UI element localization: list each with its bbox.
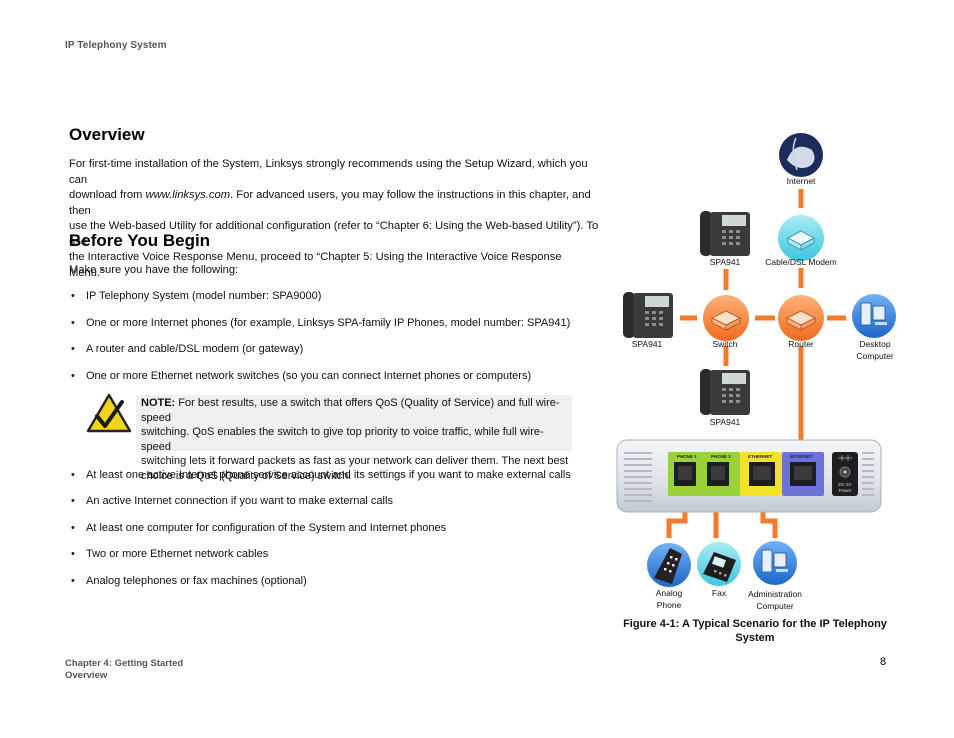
desktop-computer-node [852, 294, 896, 338]
list-item-text: IP Telephony System (model number: SPA90… [86, 290, 322, 302]
spa9000-device [616, 439, 882, 513]
note-line-4: choice is a QoS (Quality of Service) swi… [141, 469, 352, 482]
label-desktop-line-2: Computer [856, 351, 894, 361]
label-spa941-left: SPA941 [631, 339, 663, 349]
list-item-text: At least one computer for configuration … [86, 522, 447, 534]
bullet-dot: • [71, 343, 75, 355]
label-router: Router [788, 339, 814, 349]
label-analog-line-1: Analog [655, 588, 683, 598]
overview-line-2-pre: download from [69, 189, 146, 201]
label-spa941-bottom: SPA941 [709, 417, 741, 427]
label-modem: Cable/DSL Modem [765, 257, 837, 267]
ip-phone-left [623, 292, 673, 338]
note-label: NOTE: [141, 397, 176, 409]
label-switch: Switch [712, 339, 738, 349]
port-label-internet: INTERNET [790, 454, 813, 459]
label-spa941-top: SPA941 [709, 257, 741, 267]
bullet-dot: • [71, 290, 75, 302]
note-line-3: switching lets it forward packets as fas… [141, 455, 569, 468]
bullet-dot: • [71, 522, 75, 534]
list-item-text: One or more Internet phones (for example… [86, 317, 571, 329]
linksys-link[interactable]: www.linksys.com [145, 189, 231, 201]
footer-section: Overview [65, 670, 108, 681]
ip-phone-top [700, 211, 750, 256]
note-line-2: switching. QoS enables the switch to giv… [141, 426, 544, 453]
bullet-dot: • [71, 575, 75, 587]
overview-line-4: the Interactive Voice Response Menu, pro… [69, 251, 562, 279]
footer-chapter: Chapter 4: Getting Started [65, 658, 184, 669]
ip-phone-bottom [700, 369, 750, 415]
list-item-text: Two or more Ethernet network cables [86, 548, 269, 560]
bullet-dot: • [71, 469, 75, 481]
port-label-power: DC 5V Power [838, 482, 852, 493]
overview-line-2: download from www.linksys.com. For advan… [69, 188, 599, 219]
bullet-dot: • [71, 495, 75, 507]
router-node [778, 295, 824, 341]
label-internet: Internet [786, 176, 816, 186]
page-footer: Chapter 4: Getting Started Overview [65, 658, 183, 682]
overview-line-3: use the Web-based Utility for additional… [69, 220, 599, 248]
caption-line-1: Figure 4-1: A Typical Scenario for the I… [623, 618, 887, 630]
bullet-dot: • [71, 548, 75, 560]
list-item-text: At least one active Internet phone servi… [86, 469, 571, 481]
before-intro: Make sure you have the following: [69, 264, 239, 276]
vent-slots-left [624, 452, 652, 502]
label-fax: Fax [711, 588, 727, 598]
bullet-dot: • [71, 317, 75, 329]
running-header: IP Telephony System [65, 40, 167, 51]
label-admin-line-1: Administration [748, 589, 802, 599]
caption-line-2: System [735, 632, 775, 644]
vent-slots-right [862, 452, 874, 496]
overview-line-2-post: . For advanced users, you may follow the… [69, 189, 591, 217]
figure-caption: Figure 4-1: A Typical Scenario for the I… [600, 617, 910, 645]
overview-line-1: For first-time installation of the Syste… [69, 158, 588, 186]
admin-computer-node [753, 541, 797, 585]
checkmark-note-icon [86, 393, 132, 433]
port-label-ethernet: ETHERNET [748, 454, 773, 459]
switch-node [703, 295, 749, 341]
port-label-phone2: PHONE 2 [711, 454, 731, 459]
label-analog-line-2: Phone [656, 600, 682, 610]
page-number: 8 [880, 656, 887, 668]
label-desktop-line-1: Desktop [859, 339, 891, 349]
overview-paragraph: For first-time installation of the Syste… [69, 157, 599, 281]
list-item-text: One or more Ethernet network switches (s… [86, 370, 532, 382]
fax-node [697, 542, 741, 586]
overview-heading: Overview [69, 125, 145, 144]
analog-phone-node [647, 543, 691, 587]
internet-node [779, 133, 823, 177]
list-item-text: A router and cable/DSL modem (or gateway… [86, 343, 304, 355]
bullet-dot: • [71, 370, 75, 382]
note-box [136, 395, 572, 451]
note-text: NOTE: For best results, use a switch tha… [141, 396, 571, 484]
note-line-1: NOTE: For best results, use a switch tha… [141, 396, 571, 425]
label-admin-line-2: Computer [756, 601, 794, 611]
modem-node [778, 215, 824, 261]
list-item-text: Analog telephones or fax machines (optio… [86, 575, 307, 587]
port-label-phone1: PHONE 1 [677, 454, 697, 459]
note-line-1-text: For best results, use a switch that offe… [141, 397, 560, 424]
before-heading: Before You Begin [69, 231, 211, 250]
list-item-text: An active Internet connection if you wan… [86, 495, 393, 507]
